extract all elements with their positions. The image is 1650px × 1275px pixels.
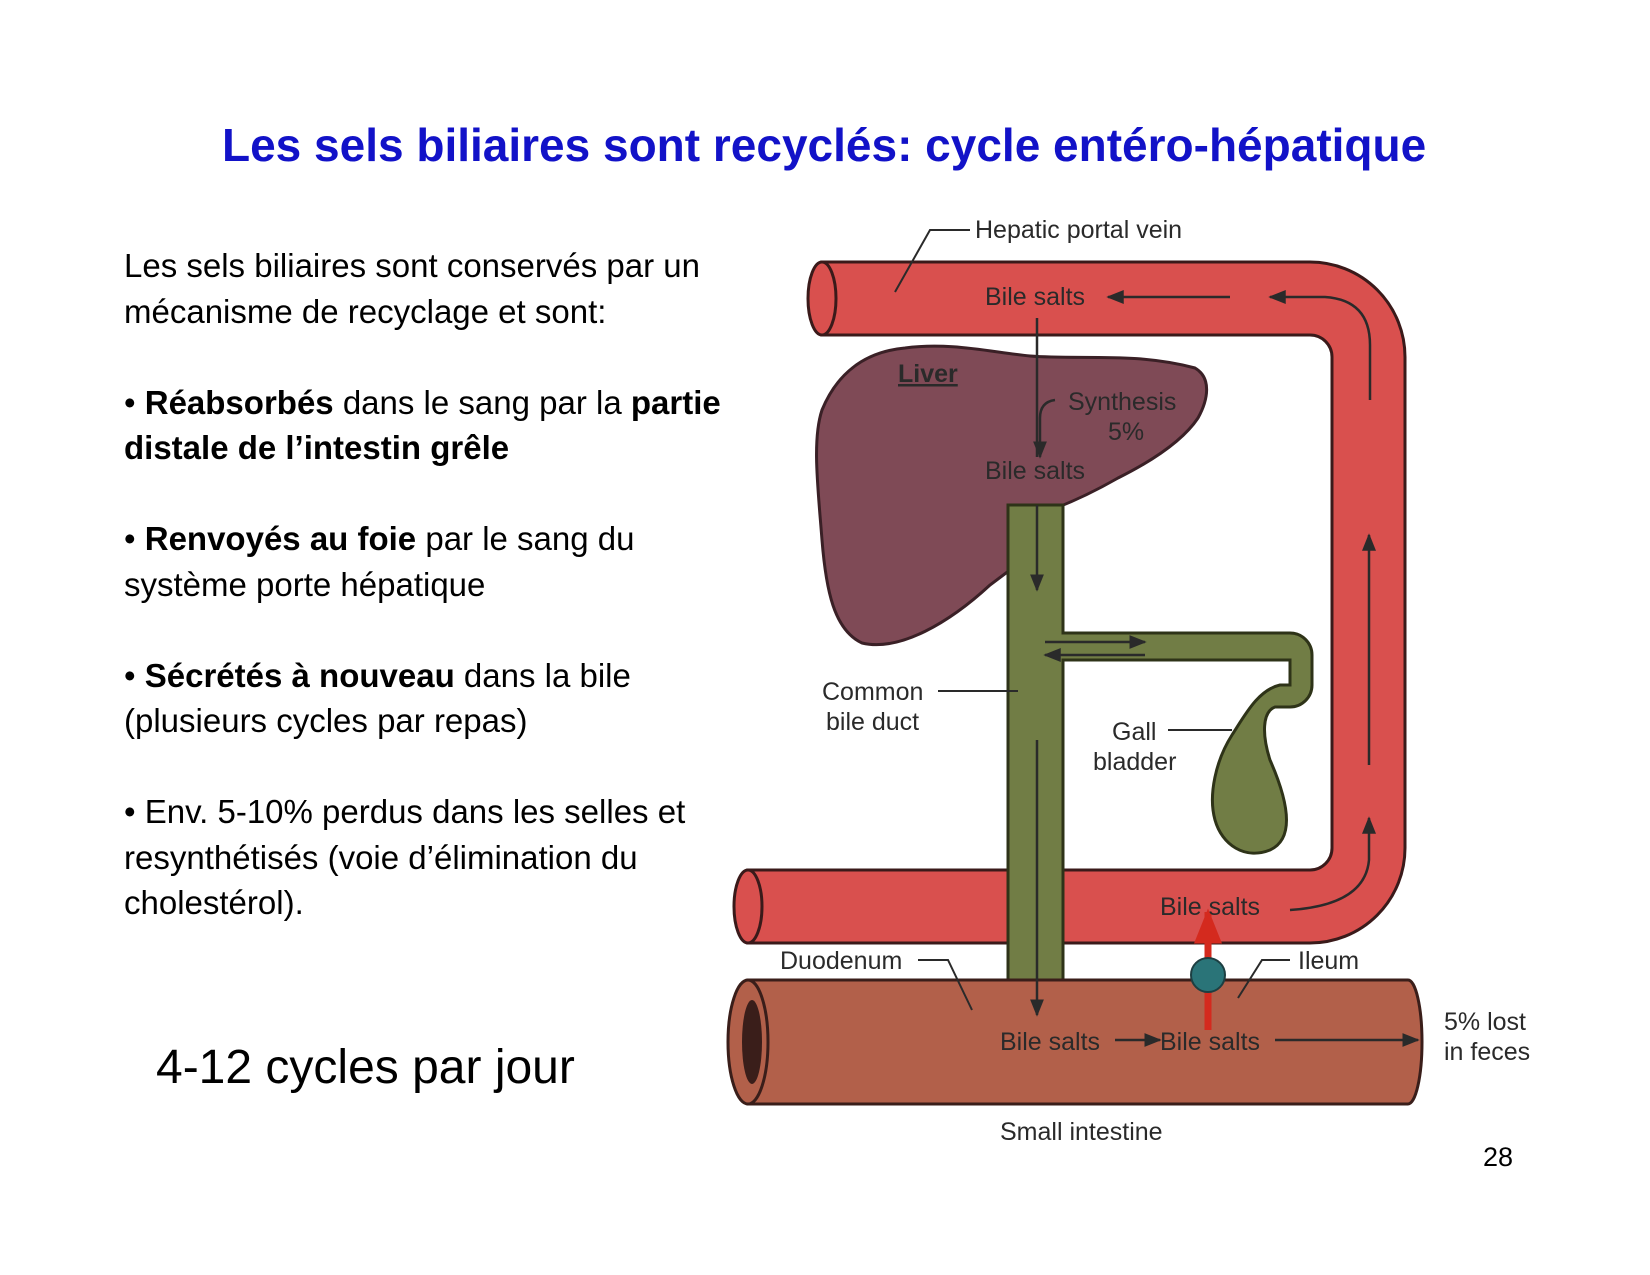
bullet-perdus: • Env. 5-10% perdus dans les selles et r… (124, 789, 744, 926)
slide-title: Les sels biliaires sont recyclés: cycle … (222, 119, 1427, 171)
label-duodenum: Duodenum (780, 947, 902, 975)
leader-ileum (1237, 959, 1290, 999)
bile-duct (1006, 503, 1314, 987)
label-bile-salts-top: Bile salts (985, 283, 1085, 311)
bullet-text: par le sang du système porte hépatique (124, 520, 635, 603)
leader-portal-vein (894, 229, 970, 293)
label-bladder: bladder (1093, 748, 1176, 776)
vein-opening-bottom (732, 868, 764, 945)
flow-arrow-synthesis (1033, 398, 1056, 459)
bullet-prefix: • (124, 520, 145, 557)
label-bile-salts-ileum: Bile salts (1160, 893, 1260, 921)
bullet-renvoyes: • Renvoyés au foie par le sang du systèm… (124, 516, 744, 607)
bullet-prefix: • (124, 383, 145, 421)
label-lost: 5% lost (1444, 1008, 1526, 1036)
intro-paragraph: Les sels biliaires sont conservés par un… (124, 247, 700, 330)
hepatic-portal-vein (746, 260, 1407, 945)
small-intestine (746, 978, 1424, 1106)
label-bile-salts-liver: Bile salts (985, 457, 1085, 485)
bullet-prefix: • (124, 656, 145, 694)
label-hepatic-portal-vein: Hepatic portal vein (975, 216, 1182, 244)
label-liver: Liver (898, 360, 958, 388)
label-bile-salts-duodenum: Bile salts (1000, 1028, 1100, 1056)
label-bile-duct: bile duct (826, 708, 919, 736)
bullet-bold: Sécrétés à nouveau (144, 656, 455, 694)
ileum-transporter (1190, 957, 1226, 993)
page-number: 28 (1483, 1142, 1514, 1172)
leader-duodenum (918, 959, 973, 1011)
label-common: Common (822, 678, 923, 706)
label-gall: Gall (1112, 718, 1156, 746)
label-ileum: Ileum (1298, 947, 1359, 975)
bullet-text: dans la bile (plusieurs cycles par repas… (124, 656, 631, 740)
bullet-text: dans le sang par la (333, 383, 631, 421)
bullet-secretes: • Sécrétés à nouveau dans la bile (plusi… (124, 653, 744, 744)
bullet-bold: Réabsorbés (144, 383, 334, 421)
label-in-feces: in feces (1444, 1038, 1530, 1066)
flow-arrow-corner (1268, 290, 1372, 400)
bullet-reabsorbes: • Réabsorbés dans le sang par la partie … (124, 380, 744, 471)
label-bile-salts-ileum-lumen: Bile salts (1160, 1028, 1260, 1056)
intestine-lumen (742, 1000, 762, 1084)
bullet-bold: Renvoyés au foie (144, 520, 417, 557)
label-synthesis: Synthesis (1068, 388, 1176, 416)
vein-opening-top (806, 260, 838, 337)
bullet-text: • Env. 5-10% perdus dans les selles et r… (124, 793, 686, 921)
label-small-intestine: Small intestine (1000, 1118, 1163, 1146)
flow-arrow-up-2 (1289, 816, 1376, 912)
label-synthesis-pct: 5% (1108, 418, 1144, 446)
bullet-bold-2: partie distale de l’intestin grêle (124, 383, 721, 467)
cycles-per-day: 4-12 cycles par jour (156, 1041, 575, 1094)
text-block: Les sels biliaires sont conservés par un… (124, 243, 744, 971)
